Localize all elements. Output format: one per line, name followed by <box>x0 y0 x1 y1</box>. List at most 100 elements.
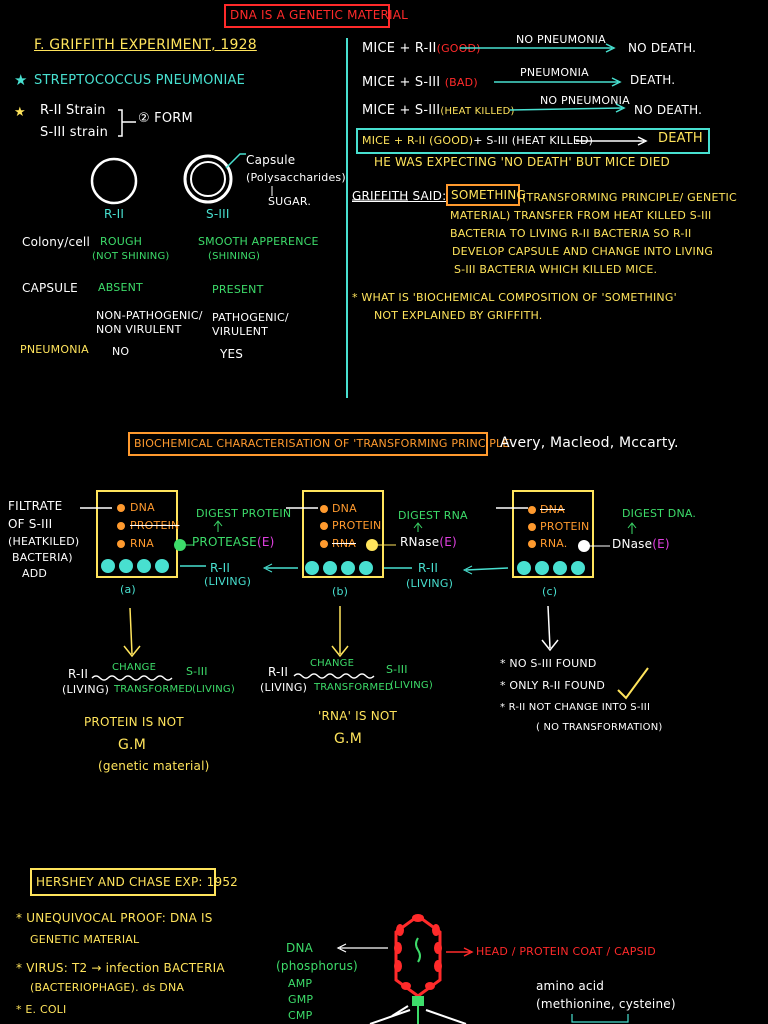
hershey-heading-box <box>30 868 216 896</box>
b-rii: R-II <box>418 561 439 575</box>
what-is-line-1: * WHAT IS 'BIOCHEMICAL COMPOSITION OF 'S… <box>352 291 677 304</box>
b-item-rna: RNA <box>332 537 356 550</box>
b-r-ii: R-II <box>268 665 289 679</box>
result-c-3: * R-II NOT CHANGE INTO S-III <box>500 702 651 713</box>
r-pneumonia: NO <box>112 345 130 358</box>
griffith-said-line-3: BACTERIA TO LIVING R-II BACTERIA SO R-II <box>450 227 692 240</box>
griffith-heading: F. GRIFFITH EXPERIMENT, 1928 <box>34 37 257 53</box>
something-box <box>446 184 520 206</box>
dna-label: DNA <box>286 941 314 955</box>
row-label-capsule: CAPSULE <box>22 281 78 295</box>
hershey-item-2: GENETIC MATERIAL <box>30 933 140 946</box>
experiment-a-box <box>96 490 178 578</box>
row-label-pneumonia: PNEUMONIA <box>20 343 89 356</box>
hershey-item-1: * UNEQUIVOCAL PROOF: DNA IS <box>16 911 213 925</box>
b-change: CHANGE <box>310 658 355 669</box>
mice-left-3: MICE + S-III(HEAT KILLED) <box>362 103 515 118</box>
capsule-sugar: SUGAR. <box>268 195 312 208</box>
b-r-living: (LIVING) <box>260 681 308 694</box>
hershey-item-4: (BACTERIOPHAGE). ds DNA <box>30 981 185 994</box>
result-c-4: ( NO TRANSFORMATION) <box>536 722 663 733</box>
s-capsule: PRESENT <box>212 283 264 296</box>
a-item-rna: RNA <box>130 537 154 550</box>
mice-result-2: DEATH. <box>630 73 676 87</box>
nucleotide-3: CMP <box>288 1009 313 1022</box>
griffith-said-line-4: DEVELOP CAPSULE AND CHANGE INTO LIVING <box>452 245 714 258</box>
row-label-colony: Colony/cell <box>22 235 90 249</box>
expecting-text: HE WAS EXPECTING 'NO DEATH' BUT MICE DIE… <box>374 155 670 169</box>
result-c-1: * NO S-III FOUND <box>500 657 597 670</box>
strain-s: S-III strain <box>40 125 109 140</box>
r-colony: ROUGH <box>100 235 143 248</box>
strain-r: R-II Strain <box>40 103 106 118</box>
conclusion-b-1: 'RNA' IS NOT <box>318 709 398 723</box>
exp-a-id: (a) <box>120 583 136 596</box>
a-change: CHANGE <box>112 662 157 673</box>
page-title: DNA IS A GENETIC MATERIAL <box>230 8 409 22</box>
a-rii: R-II <box>210 561 231 575</box>
b-digest: DIGEST RNA <box>398 509 468 522</box>
organism-name: STREPTOCOCCUS PNEUMONIAE <box>34 73 246 88</box>
s-virulence-2: VIRULENT <box>212 325 269 338</box>
b-item-protein: PROTEIN <box>332 519 382 532</box>
mice-left-2: MICE + S-III (BAD) <box>362 75 478 90</box>
filtrate-1: FILTRATE <box>8 499 63 513</box>
a-r-ii: R-II <box>68 667 89 681</box>
capsule-label: Capsule <box>246 153 296 167</box>
b-s-living: (LIVING) <box>390 680 433 691</box>
vertical-divider <box>346 38 348 398</box>
amino-sub: (methionine, cysteine) <box>536 997 676 1011</box>
mice-box <box>356 128 710 154</box>
s-pneumonia: YES <box>220 347 244 361</box>
s-virulence: PATHOGENIC/ <box>212 311 289 324</box>
biochem-heading: BIOCHEMICAL CHARACTERISATION OF 'TRANSFO… <box>134 437 513 450</box>
c-item-dna: DNA <box>540 503 565 516</box>
b-living: (LIVING) <box>406 577 454 590</box>
hershey-item-3: * VIRUS: T2 → infection BACTERIA <box>16 961 225 975</box>
a-digest: DIGEST PROTEIN <box>196 507 292 520</box>
hershey-heading: HERSHEY AND CHASE EXP: 1952 <box>36 875 239 889</box>
exp-c-id: (c) <box>542 585 558 598</box>
s-colony-2: (SHINING) <box>208 251 261 262</box>
c-enzyme: DNase(E) <box>612 537 670 551</box>
griffith-said-label: GRIFFITH SAID: <box>352 189 447 203</box>
a-item-protein: PROTEIN <box>130 519 180 532</box>
a-s-iii: S-III <box>186 665 208 678</box>
mice-arrow-1: NO PNEUMONIA <box>516 33 606 46</box>
b-item-dna: DNA <box>332 502 357 515</box>
experiment-b-box <box>302 490 384 578</box>
phosphorus-label: (phosphorus) <box>276 959 358 973</box>
a-r-living: (LIVING) <box>62 683 110 696</box>
conclusion-b-2: G.M <box>334 731 362 747</box>
mice-arrow-3: NO PNEUMONIA <box>540 94 630 107</box>
a-enzyme: PROTEASE(E) <box>192 535 275 549</box>
star-icon: ★ <box>14 71 28 89</box>
a-transformed: TRANSFORMED <box>114 684 193 695</box>
griffith-said-line-1: (TRANSFORMING PRINCIPLE/ GENETIC <box>522 191 737 204</box>
biochem-authors: Avery, Macleod, Mccarty. <box>500 435 679 451</box>
b-s-iii: S-III <box>386 663 408 676</box>
s-label: S-III <box>206 207 230 221</box>
b-transformed: TRANSFORMED <box>314 682 393 693</box>
nucleotide-1: AMP <box>288 977 313 990</box>
s-iii-cell-icon <box>183 154 233 204</box>
mice-left-1: MICE + R-II(GOOD) <box>362 41 481 56</box>
conclusion-a-1: PROTEIN IS NOT <box>84 715 184 729</box>
title-box <box>224 4 390 28</box>
mice-result-3: NO DEATH. <box>634 103 703 117</box>
filtrate-2: OF S-III <box>8 517 53 531</box>
r-virulence-2: NON VIRULENT <box>96 323 182 336</box>
exp-b-id: (b) <box>332 585 349 598</box>
what-is-line-2: NOT EXPLAINED BY GRIFFITH. <box>374 309 543 322</box>
r-capsule: ABSENT <box>98 281 143 294</box>
hershey-item-5: * E. COLI <box>16 1003 67 1016</box>
griffith-said-line-2: MATERIAL) TRANSFER FROM HEAT KILLED S-II… <box>450 209 712 222</box>
r-ii-cell-icon <box>90 157 138 205</box>
c-item-protein: PROTEIN <box>540 520 590 533</box>
bacteriophage-icon <box>369 914 467 1024</box>
mice-box-result: DEATH <box>658 131 703 146</box>
conclusion-a-2: G.M <box>118 737 146 753</box>
mice-box-a: MICE + R-II (GOOD)+ S-III (HEAT KILLED) <box>362 134 594 147</box>
experiment-c-box <box>512 490 594 578</box>
